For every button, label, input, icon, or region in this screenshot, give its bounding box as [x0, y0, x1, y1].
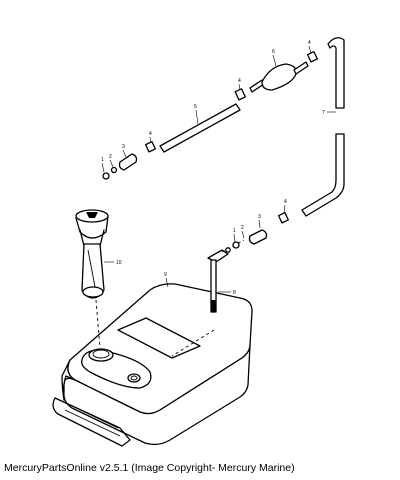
fuel-gauge	[75, 209, 109, 299]
callout-leaders	[101, 45, 336, 293]
callout-2-upper: 2	[109, 154, 112, 160]
fuel-hose-long	[301, 37, 345, 217]
upper-fittings	[102, 141, 156, 180]
callout-10: 10	[116, 260, 122, 266]
callout-4-lower: 4	[284, 199, 287, 205]
callout-5: 5	[194, 104, 197, 110]
lower-fittings	[225, 212, 289, 253]
callout-3-lower: 3	[258, 214, 261, 220]
fuel-tank	[52, 283, 253, 447]
primer-bulb	[234, 51, 318, 101]
callout-9: 9	[164, 272, 167, 278]
callout-4-mid: 4	[238, 78, 241, 84]
callout-4-upper: 4	[149, 131, 152, 137]
copyright-caption: MercuryPartsOnline v2.5.1 (Image Copyrig…	[4, 462, 295, 474]
fuel-hose-segment	[159, 103, 241, 153]
callout-7: 7	[322, 110, 325, 116]
callout-1-upper: 1	[101, 157, 104, 163]
callout-labels: 1 2 3 4 5 4 6 4 7 1 2 3 4 8 9 10	[101, 40, 325, 296]
callout-1-lower: 1	[233, 228, 236, 234]
callout-2-lower: 2	[241, 225, 244, 231]
callout-4-top: 4	[308, 40, 311, 46]
callout-3-upper: 3	[122, 144, 125, 150]
callout-8: 8	[233, 290, 236, 296]
callout-6: 6	[272, 49, 275, 55]
